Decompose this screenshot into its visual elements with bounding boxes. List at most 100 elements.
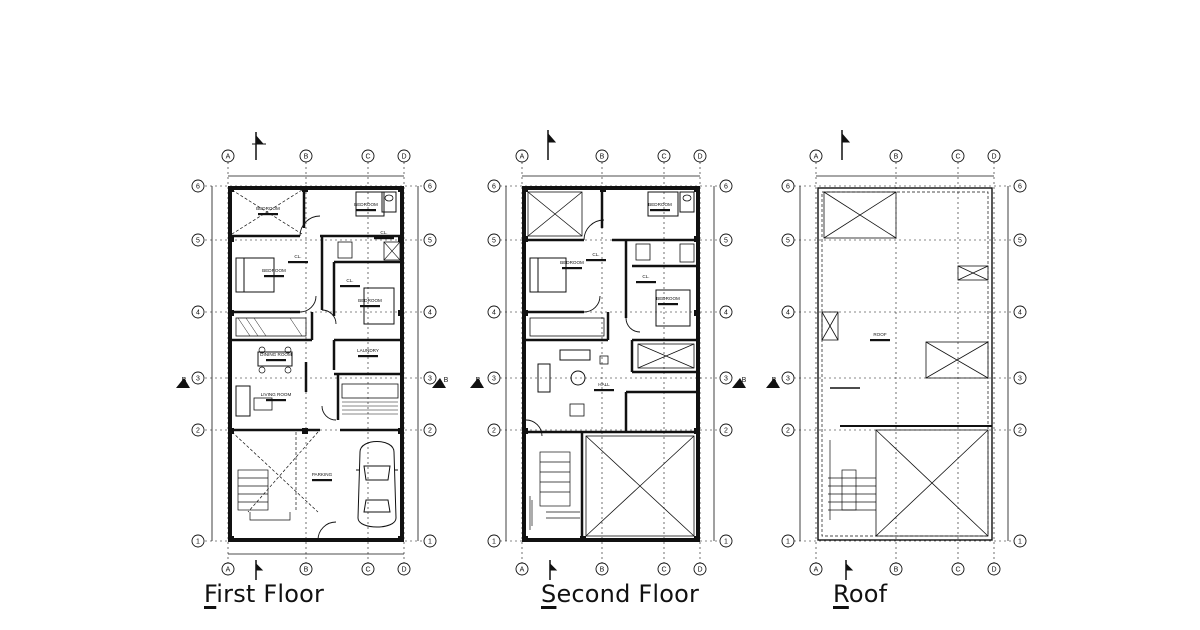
grid-bubble-col: A (221, 562, 235, 576)
room-level-tag (340, 285, 360, 288)
north-arrow-icon (841, 130, 851, 160)
grid-bubble-label: D (991, 566, 996, 573)
grid-bubble-row: 2 (191, 423, 205, 437)
grid-bubble-row: 1 (191, 534, 205, 548)
grid-bubble-label: D (401, 566, 406, 573)
grid-bubble-col: D (987, 562, 1001, 576)
room-label-bedroom-3: BEDROOM (656, 296, 680, 301)
section-mark-label: B (476, 377, 481, 384)
grid-bubble-row: 4 (719, 305, 733, 319)
room-label-hall: HALL (598, 382, 610, 387)
grid-bubble-label: A (520, 153, 525, 160)
grid-bubble-row: 2 (719, 423, 733, 437)
north-arrow-icon (845, 560, 854, 580)
grid-bubble-label: B (304, 153, 309, 160)
grid-bubble-label: 3 (724, 375, 728, 382)
grid-bubble-row: 2 (781, 423, 795, 437)
grid-bubble-col: A (515, 149, 529, 163)
grid-bubble-label: 3 (196, 375, 200, 382)
grid-bubble-col: B (595, 149, 609, 163)
grid-bubble-row: 6 (781, 179, 795, 193)
north-arrow-icon (549, 560, 558, 580)
grid-bubble-col: D (693, 562, 707, 576)
grid-bubble-row: 5 (191, 233, 205, 247)
room-level-tag (360, 305, 380, 308)
grid-bubble-row: 1 (423, 534, 437, 548)
grid-bubble-label: A (226, 566, 231, 573)
north-arrow-icon (252, 132, 266, 160)
grid-bubble-row: 2 (487, 423, 501, 437)
north-arrow-icon (547, 130, 557, 160)
room-label-bedroom-1: BEDROOM (256, 206, 280, 211)
first-floor-title: First Floor (204, 580, 325, 608)
grid-bubble-label: C (661, 153, 666, 160)
grid-bubble-label: 2 (786, 427, 790, 434)
grid-bubble-label: 4 (196, 309, 200, 316)
grid-bubble-row: 4 (781, 305, 795, 319)
grid-bubble-label: 6 (1018, 183, 1022, 190)
grid-bubble-row: 5 (1013, 233, 1027, 247)
grid-bubble-col: C (657, 562, 671, 576)
grid-bubble-label: 3 (492, 375, 496, 382)
grid-bubble-label: C (365, 566, 370, 573)
car-icon (356, 441, 398, 528)
grid-bubble-row: 1 (1013, 534, 1027, 548)
grid-bubble-col: C (361, 149, 375, 163)
grid-bubble-row: 4 (191, 305, 205, 319)
grid-bubble-label: D (401, 153, 406, 160)
grid-bubble-label: 5 (1018, 237, 1022, 244)
room-label-parking: PARKING (312, 472, 333, 477)
grid-bubble-label: B (894, 566, 899, 573)
grid-bubble-row: 5 (719, 233, 733, 247)
room-level-tag (264, 275, 284, 278)
roof-plan (794, 130, 1016, 580)
room-level-tag (266, 399, 286, 402)
grid-bubble-label: 5 (428, 237, 432, 244)
room-label-roof: ROOF (873, 332, 886, 337)
second-floor-plan (500, 130, 722, 580)
grid-bubble-row: 5 (423, 233, 437, 247)
grid-bubble-label: 2 (196, 427, 200, 434)
grid-bubble-label: 3 (786, 375, 790, 382)
grid-bubble-label: B (894, 153, 899, 160)
grid-bubble-row: 3 (423, 371, 437, 385)
grid-bubble-row: 1 (781, 534, 795, 548)
grid-bubble-label: 4 (1018, 309, 1022, 316)
grid-bubble-label: 6 (428, 183, 432, 190)
grid-bubble-label: B (600, 566, 605, 573)
grid-bubble-row: 4 (423, 305, 437, 319)
room-level-tag (870, 339, 890, 342)
grid-bubble-col: C (361, 562, 375, 576)
grid-bubble-label: 2 (428, 427, 432, 434)
grid-bubble-label: 4 (724, 309, 728, 316)
grid-bubble-label: 3 (1018, 375, 1022, 382)
grid-bubble-label: 6 (724, 183, 728, 190)
grid-bubble-row: 3 (1013, 371, 1027, 385)
grid-bubble-label: B (304, 566, 309, 573)
grid-bubble-col: B (299, 562, 313, 576)
room-level-tag (266, 359, 286, 362)
grid-bubble-label: 5 (196, 237, 200, 244)
room-label-bedroom-2: BEDROOM (354, 202, 378, 207)
section-mark-icon (766, 378, 780, 388)
room-level-tag (658, 303, 678, 306)
grid-bubble-col: D (987, 149, 1001, 163)
grid-bubble-row: 3 (191, 371, 205, 385)
grid-bubble-row: 6 (719, 179, 733, 193)
grid-bubble-label: C (365, 153, 370, 160)
grid-bubble-row: 1 (719, 534, 733, 548)
room-level-tag (312, 479, 332, 482)
grid-bubble-row: 5 (487, 233, 501, 247)
grid-bubble-row: 3 (781, 371, 795, 385)
roof-title: Roof (833, 580, 888, 608)
grid-bubble-label: 5 (492, 237, 496, 244)
section-mark-icon (176, 378, 446, 388)
grid-bubble-label: 5 (786, 237, 790, 244)
grid-bubble-col: A (809, 562, 823, 576)
section-mark-label: B (742, 377, 747, 384)
room-label-closet-1: CL. (380, 230, 387, 235)
grid-bubble-col: A (515, 562, 529, 576)
grid-bubble-row: 3 (487, 371, 501, 385)
